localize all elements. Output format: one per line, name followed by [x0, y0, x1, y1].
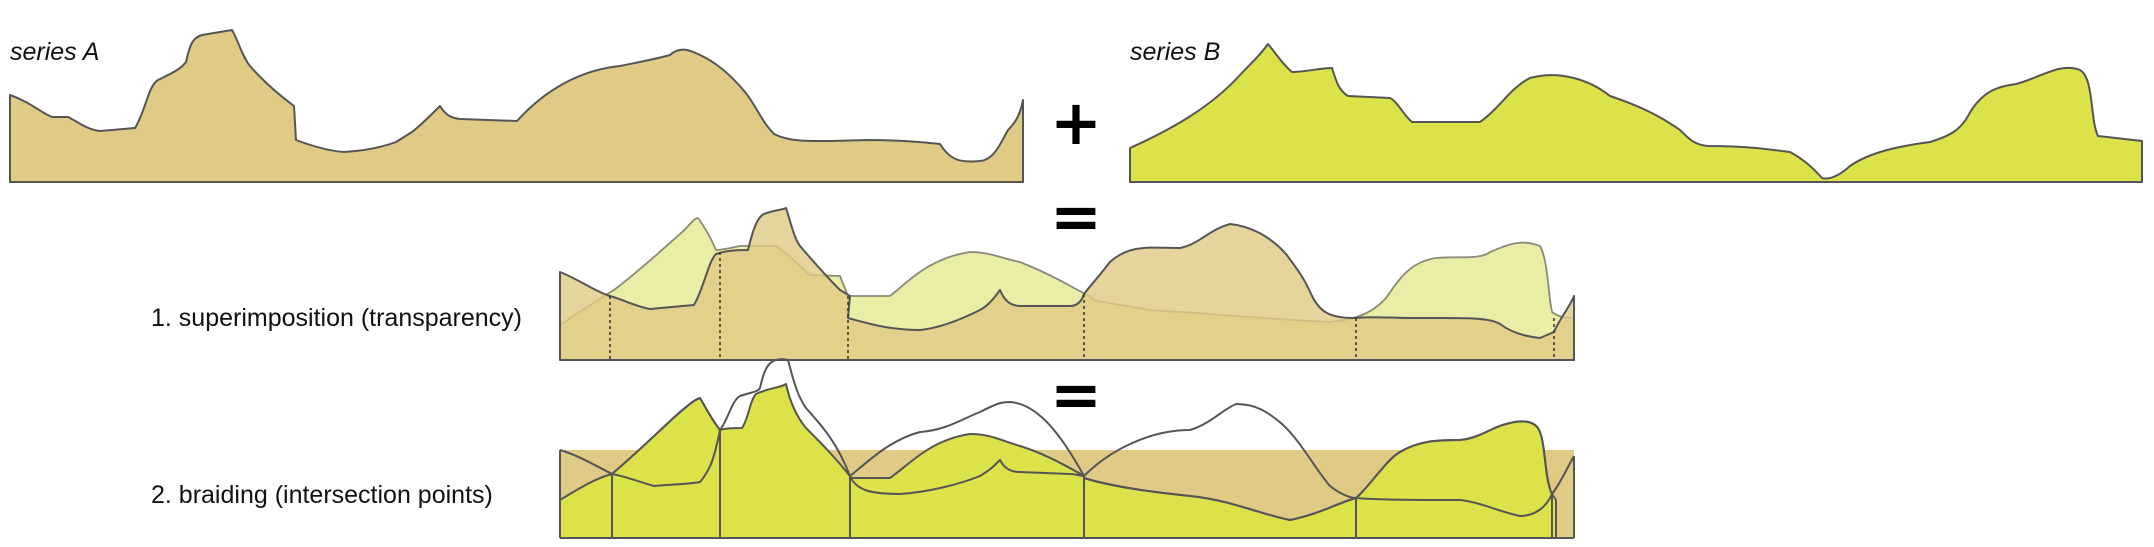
series-a-label: series A [10, 38, 99, 66]
equals-sign-1: = [1050, 180, 1102, 253]
braid-segment-b [1355, 420, 1557, 539]
superimposed-series-a [559, 207, 1575, 361]
equals-sign-2: = [1050, 358, 1102, 431]
superimposition-panel [559, 207, 1575, 361]
series-b-label: series B [1130, 38, 1220, 66]
braid-segment-b [849, 433, 1085, 539]
superimposition-label: 1. superimposition (transparency) [151, 304, 522, 332]
braid-segment-b [611, 397, 721, 539]
braid-segment-b [719, 383, 851, 539]
plus-sign: + [1050, 86, 1102, 159]
braid-segment-b [560, 474, 612, 538]
series-a-area [9, 29, 1024, 183]
braiding-panel [559, 358, 1575, 539]
braiding-label: 2. braiding (intersection points) [151, 481, 493, 509]
series-b-area [1129, 43, 2143, 183]
